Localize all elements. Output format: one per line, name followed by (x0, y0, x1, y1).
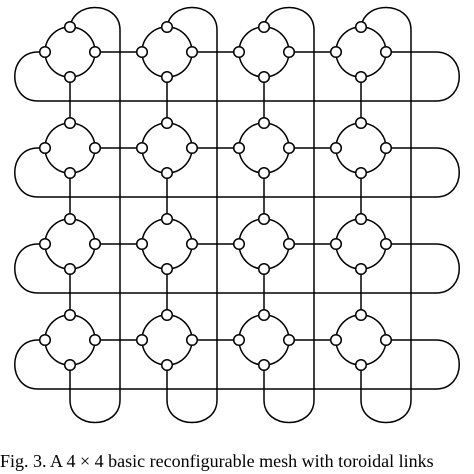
node-ring (141, 122, 193, 174)
south-port (63, 70, 77, 84)
row-wraparound-link (14, 147, 460, 198)
north-port (257, 20, 271, 34)
node-ring (44, 122, 96, 174)
south-port (160, 358, 174, 372)
north-port (354, 116, 368, 130)
south-port (257, 166, 271, 180)
node-ring (238, 314, 290, 366)
north-port (63, 308, 77, 322)
figure-caption: Fig. 3. A 4 × 4 basic reconfigurable mes… (0, 451, 434, 471)
east-port (185, 141, 199, 155)
south-port (257, 70, 271, 84)
north-port (63, 20, 77, 34)
south-port (257, 358, 271, 372)
south-port (354, 358, 368, 372)
north-port (160, 212, 174, 226)
column-wraparound-link (360, 6, 412, 424)
east-port (379, 45, 393, 59)
node-ring (238, 26, 290, 78)
south-port (63, 166, 77, 180)
west-port (135, 237, 149, 251)
east-port (379, 141, 393, 155)
north-port (63, 116, 77, 130)
south-port (354, 70, 368, 84)
north-port (160, 116, 174, 130)
east-port (185, 237, 199, 251)
east-port (88, 237, 102, 251)
west-port (38, 237, 52, 251)
west-port (38, 45, 52, 59)
east-port (282, 333, 296, 347)
node-ring (141, 314, 193, 366)
east-port (379, 237, 393, 251)
column-wraparound-link (69, 6, 121, 424)
north-port (160, 308, 174, 322)
west-port (135, 141, 149, 155)
north-port (160, 20, 174, 34)
node-ring (335, 218, 387, 270)
east-port (88, 333, 102, 347)
node-ring (141, 26, 193, 78)
node-ring (238, 218, 290, 270)
east-port (379, 333, 393, 347)
east-port (185, 333, 199, 347)
east-port (282, 141, 296, 155)
west-port (135, 333, 149, 347)
west-port (329, 141, 343, 155)
south-port (160, 70, 174, 84)
column-wraparound-link (263, 6, 315, 424)
west-port (329, 333, 343, 347)
row-wraparound-link (14, 243, 460, 294)
node-ring (335, 314, 387, 366)
south-port (160, 166, 174, 180)
node-ring (44, 314, 96, 366)
east-port (185, 45, 199, 59)
east-port (88, 45, 102, 59)
west-port (232, 141, 246, 155)
west-port (232, 333, 246, 347)
north-port (257, 212, 271, 226)
row-wraparound-link (14, 51, 460, 102)
east-port (282, 45, 296, 59)
south-port (257, 262, 271, 276)
node-ring (141, 218, 193, 270)
north-port (354, 20, 368, 34)
south-port (63, 358, 77, 372)
west-port (232, 237, 246, 251)
west-port (135, 45, 149, 59)
south-port (63, 262, 77, 276)
north-port (63, 212, 77, 226)
west-port (329, 237, 343, 251)
east-port (88, 141, 102, 155)
west-port (232, 45, 246, 59)
north-port (257, 116, 271, 130)
south-port (160, 262, 174, 276)
north-port (354, 308, 368, 322)
east-port (282, 237, 296, 251)
node-ring (44, 218, 96, 270)
south-port (354, 166, 368, 180)
south-port (354, 262, 368, 276)
north-port (257, 308, 271, 322)
node-ring (335, 26, 387, 78)
west-port (38, 141, 52, 155)
west-port (38, 333, 52, 347)
west-port (329, 45, 343, 59)
north-port (354, 212, 368, 226)
node-ring (238, 122, 290, 174)
node-ring (335, 122, 387, 174)
row-wraparound-link (14, 339, 460, 390)
node-ring (44, 26, 96, 78)
column-wraparound-link (166, 6, 218, 424)
